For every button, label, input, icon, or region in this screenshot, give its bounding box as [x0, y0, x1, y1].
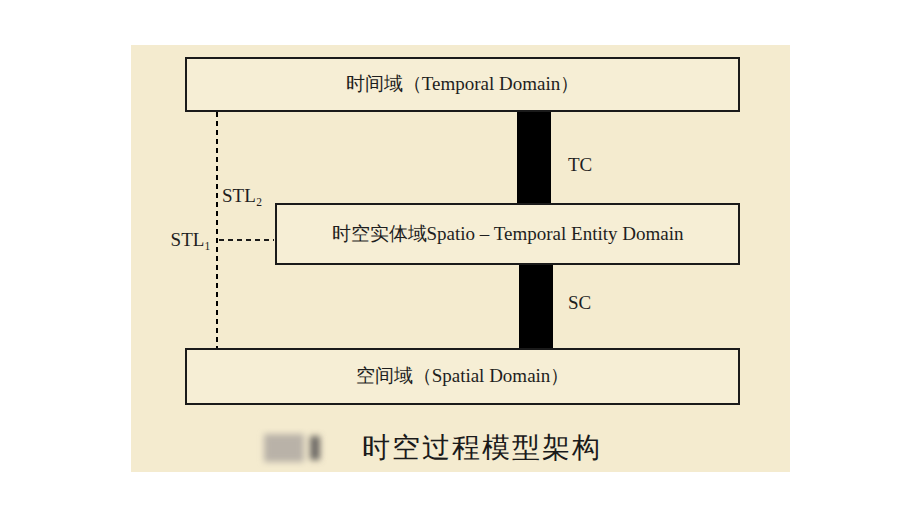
box-text: 时间域（Temporal Domain）: [346, 73, 580, 96]
link-label: STL₂: [220, 185, 264, 208]
blurred-figure-number: [264, 434, 320, 462]
connector-label: TC: [566, 154, 594, 177]
connector-label: STL₁: [169, 229, 213, 252]
figure-caption: 时空过程模型架构: [362, 431, 602, 465]
dashed-link: [219, 239, 274, 241]
connector-label: SC: [566, 292, 593, 315]
thick-connector: [519, 265, 553, 348]
domain-box: 时空实体域Spatio – Temporal Entity Domain: [275, 203, 740, 265]
box-text: 时空实体域Spatio – Temporal Entity Domain: [332, 223, 684, 246]
domain-box: 时间域（Temporal Domain）: [185, 57, 740, 112]
domain-box: 空间域（Spatial Domain）: [185, 348, 740, 405]
box-text: 空间域（Spatial Domain）: [356, 365, 570, 388]
dashed-connector: [216, 112, 218, 348]
thick-connector: [517, 112, 551, 203]
